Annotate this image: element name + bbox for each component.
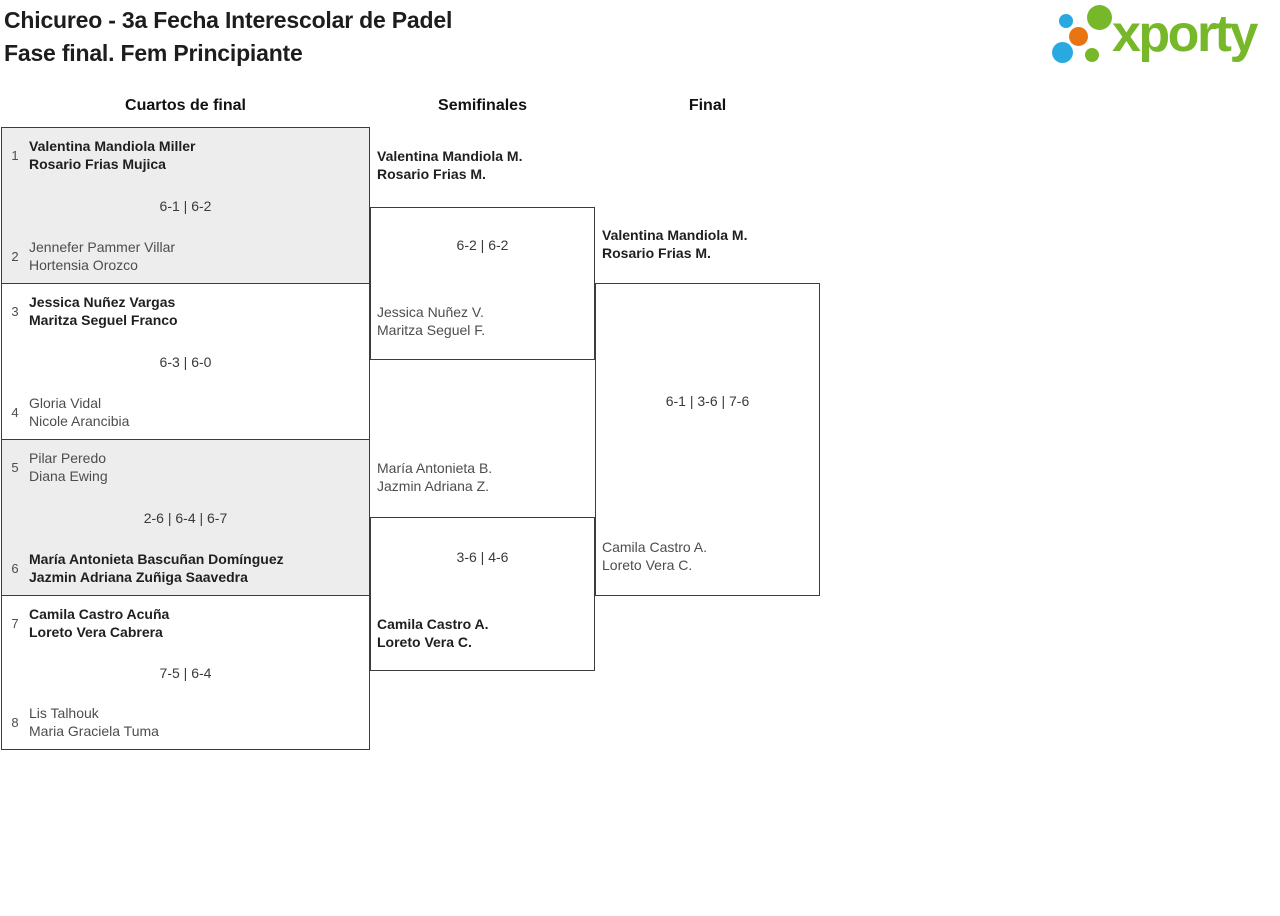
player-name: Camila Castro A. bbox=[602, 539, 708, 555]
seed-number: 8 bbox=[11, 714, 19, 730]
qf1-team-top: 1 Valentina Mandiola Miller Rosario Fria… bbox=[8, 137, 363, 173]
quarterfinals-column: 1 Valentina Mandiola Miller Rosario Fria… bbox=[1, 127, 370, 750]
team-names: Camila Castro Acuña Loreto Vera Cabrera bbox=[29, 605, 169, 641]
seed-number: 2 bbox=[11, 248, 19, 264]
player-name: Maritza Seguel F. bbox=[377, 322, 486, 338]
player-name: Lis Talhouk bbox=[29, 705, 99, 721]
sf1-score: 6-2 | 6-2 bbox=[456, 237, 509, 253]
seed-number: 3 bbox=[11, 303, 19, 319]
qf2-team-bottom: 4 Gloria Vidal Nicole Arancibia bbox=[8, 394, 363, 430]
player-name: Loreto Vera Cabrera bbox=[29, 624, 163, 640]
match-score: 6-1 | 6-2 bbox=[159, 197, 212, 214]
player-name: Loreto Vera C. bbox=[377, 634, 472, 650]
player-name: Camila Castro Acuña bbox=[29, 606, 170, 622]
player-name: Jennefer Pammer Villar bbox=[29, 239, 176, 255]
final-team-bottom: Camila Castro A. Loreto Vera C. bbox=[602, 538, 707, 574]
sf2-team-bottom: Camila Castro A. Loreto Vera C. bbox=[377, 615, 489, 651]
seed-number: 4 bbox=[11, 404, 19, 420]
qf4-team-bottom: 8 Lis Talhouk Maria Graciela Tuma bbox=[8, 704, 363, 740]
seed-number: 1 bbox=[11, 147, 19, 163]
seed-number: 6 bbox=[11, 560, 19, 576]
player-name: María Antonieta B. bbox=[377, 460, 493, 476]
sf-match-2-box bbox=[370, 517, 595, 671]
qf3-team-bottom: 6 María Antonieta Bascuñan Domínguez Jaz… bbox=[8, 550, 363, 586]
team-names: Jessica Nuñez Vargas Maritza Seguel Fran… bbox=[29, 293, 178, 329]
player-name: Valentina Mandiola M. bbox=[602, 227, 748, 243]
round-header-cuartos-de-final: Cuartos de final bbox=[125, 97, 246, 114]
round-header-final: Final bbox=[688, 97, 727, 114]
player-name: Camila Castro A. bbox=[377, 616, 489, 632]
logo-dot-blue-large-icon bbox=[1052, 42, 1073, 63]
page-title: Chicureo - 3a Fecha Interescolar de Pade… bbox=[4, 4, 452, 70]
player-name: María Antonieta Bascuñan Domínguez bbox=[29, 551, 284, 567]
qf-match-2: 3 Jessica Nuñez Vargas Maritza Seguel Fr… bbox=[2, 284, 369, 440]
player-name: Valentina Mandiola Miller bbox=[29, 138, 196, 154]
team-names: Pilar Peredo Diana Ewing bbox=[29, 449, 108, 485]
team-names: Gloria Vidal Nicole Arancibia bbox=[29, 394, 129, 430]
player-name: Jessica Nuñez V. bbox=[377, 304, 484, 320]
match-score: 6-3 | 6-0 bbox=[159, 353, 212, 370]
player-name: Gloria Vidal bbox=[29, 395, 102, 411]
player-name: Maritza Seguel Franco bbox=[29, 312, 178, 328]
seed-number: 7 bbox=[11, 615, 19, 631]
player-name: Loreto Vera C. bbox=[602, 557, 693, 573]
logo-wordmark: xporty bbox=[1112, 5, 1258, 63]
team-names: Lis Talhouk Maria Graciela Tuma bbox=[29, 704, 159, 740]
player-name: Rosario Frias M. bbox=[602, 245, 711, 261]
player-name: Pilar Peredo bbox=[29, 450, 107, 466]
qf3-team-top: 5 Pilar Peredo Diana Ewing bbox=[8, 449, 363, 485]
qf1-team-bottom: 2 Jennefer Pammer Villar Hortensia Orozc… bbox=[8, 238, 363, 274]
team-names: Valentina Mandiola Miller Rosario Frias … bbox=[29, 137, 195, 173]
team-names: María Antonieta Bascuñan Domínguez Jazmi… bbox=[29, 550, 284, 586]
team-names: Jennefer Pammer Villar Hortensia Orozco bbox=[29, 238, 175, 274]
sf1-team-top: Valentina Mandiola M. Rosario Frias M. bbox=[377, 147, 522, 183]
page-title-line2: Fase final. Fem Principiante bbox=[4, 40, 303, 66]
qf4-team-top: 7 Camila Castro Acuña Loreto Vera Cabrer… bbox=[8, 605, 363, 641]
round-header-semifinales: Semifinales bbox=[438, 97, 527, 114]
qf-match-4: 7 Camila Castro Acuña Loreto Vera Cabrer… bbox=[2, 596, 369, 749]
xporty-logo[interactable]: xporty bbox=[1048, 0, 1278, 78]
player-name: Nicole Arancibia bbox=[29, 413, 130, 429]
player-name: Hortensia Orozco bbox=[29, 257, 138, 273]
logo-dot-green-large-icon bbox=[1087, 5, 1112, 30]
logo-dot-green-small-icon bbox=[1085, 48, 1099, 62]
player-name: Jessica Nuñez Vargas bbox=[29, 294, 176, 310]
player-name: Diana Ewing bbox=[29, 468, 108, 484]
player-name: Jazmin Adriana Zuñiga Saavedra bbox=[29, 569, 248, 585]
player-name: Rosario Frias Mujica bbox=[29, 156, 166, 172]
final-match-box bbox=[595, 283, 820, 596]
logo-dot-blue-small-icon bbox=[1059, 14, 1073, 28]
qf-match-1: 1 Valentina Mandiola Miller Rosario Fria… bbox=[2, 128, 369, 284]
sf-match-1-box bbox=[370, 207, 595, 360]
final-team-top: Valentina Mandiola M. Rosario Frias M. bbox=[602, 226, 747, 262]
qf-match-3: 5 Pilar Peredo Diana Ewing 2-6 | 6-4 | 6… bbox=[2, 440, 369, 596]
seed-number: 5 bbox=[11, 459, 19, 475]
logo-dot-orange-icon bbox=[1069, 27, 1088, 46]
match-score: 2-6 | 6-4 | 6-7 bbox=[143, 509, 228, 526]
sf2-score: 3-6 | 4-6 bbox=[456, 549, 509, 565]
qf2-team-top: 3 Jessica Nuñez Vargas Maritza Seguel Fr… bbox=[8, 293, 363, 329]
page-title-line1: Chicureo - 3a Fecha Interescolar de Pade… bbox=[4, 7, 453, 33]
final-score: 6-1 | 3-6 | 7-6 bbox=[665, 393, 750, 409]
match-score: 7-5 | 6-4 bbox=[159, 664, 212, 681]
player-name: Maria Graciela Tuma bbox=[29, 723, 159, 739]
player-name: Rosario Frias M. bbox=[377, 166, 486, 182]
player-name: Jazmin Adriana Z. bbox=[377, 478, 490, 494]
player-name: Valentina Mandiola M. bbox=[377, 148, 523, 164]
sf1-team-bottom: Jessica Nuñez V. Maritza Seguel F. bbox=[377, 303, 485, 339]
sf2-team-top: María Antonieta B. Jazmin Adriana Z. bbox=[377, 459, 492, 495]
